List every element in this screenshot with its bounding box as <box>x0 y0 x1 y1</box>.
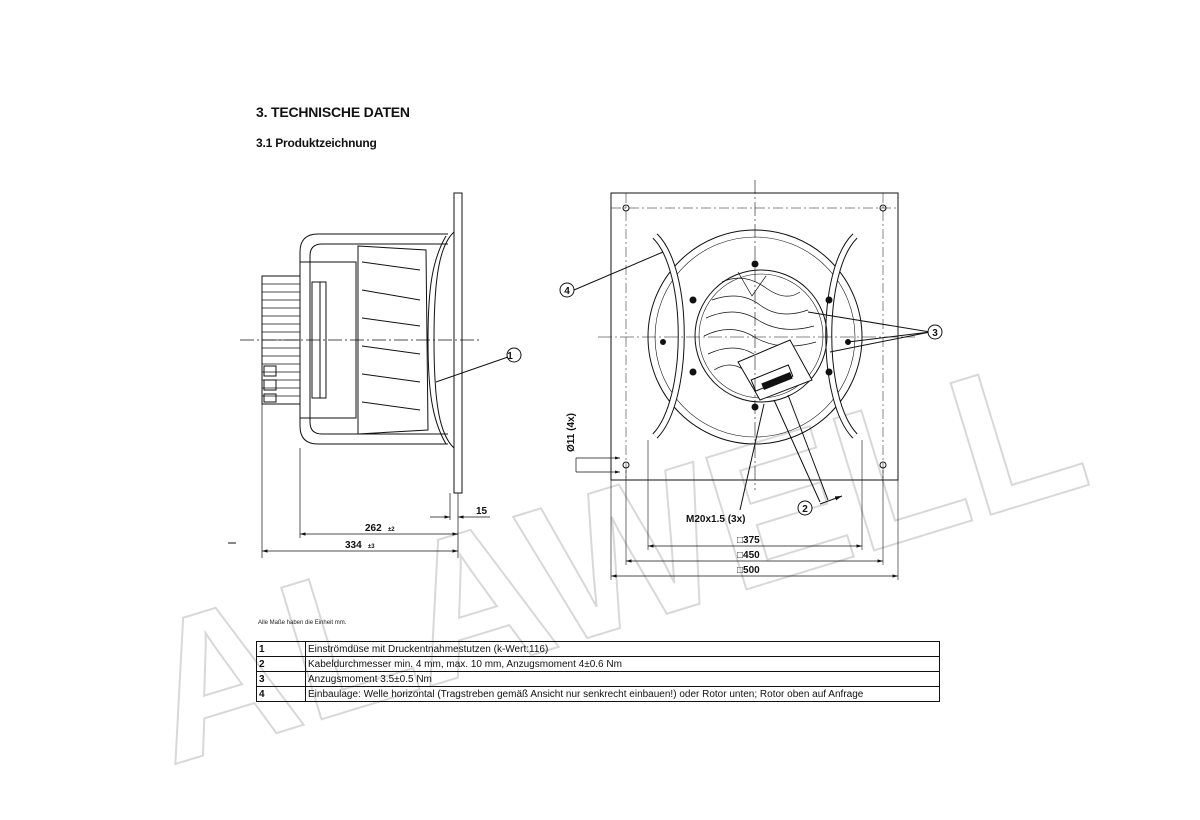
legend-text: Anzugsmoment 3.5±0.5 Nm <box>305 671 940 687</box>
dim-375: □375 <box>737 535 760 546</box>
callout-4: 4 <box>564 286 570 297</box>
legend-row: 1 Einströmdüse mit Druckentnahmestutzen … <box>256 641 940 657</box>
watermark: ALAWELL <box>117 310 1108 808</box>
callout-1: 1 <box>507 351 513 362</box>
legend-text: Kabeldurchmesser min. 4 mm, max. 10 mm, … <box>305 656 940 672</box>
dim-d11: Ø11 (4x) <box>566 413 577 452</box>
dim-500: □500 <box>737 565 760 576</box>
legend-row: 2 Kabeldurchmesser min. 4 mm, max. 10 mm… <box>256 656 940 672</box>
svg-text:ALAWELL: ALAWELL <box>118 311 1107 807</box>
dim-334-tol: ±3 <box>368 544 375 550</box>
section-heading: 3. TECHNISCHE DATEN <box>256 104 410 120</box>
front-view <box>559 180 943 580</box>
legend-table: 1 Einströmdüse mit Druckentnahmestutzen … <box>256 641 940 702</box>
side-view <box>228 192 522 558</box>
legend-num: 3 <box>256 671 306 687</box>
legend-row: 4 Einbaulage: Welle horizontal (Tragstre… <box>256 686 940 702</box>
dim-334: 334 <box>345 540 362 551</box>
legend-text: Einbaulage: Welle horizontal (Tragstrebe… <box>305 686 940 702</box>
units-note: Alle Maße haben die Einheit mm. <box>258 620 347 626</box>
legend-text: Einströmdüse mit Druckentnahmestutzen (k… <box>305 641 940 657</box>
legend-row: 3 Anzugsmoment 3.5±0.5 Nm <box>256 671 940 687</box>
dim-450: □450 <box>737 550 760 561</box>
legend-num: 2 <box>256 656 306 672</box>
dim-15: 15 <box>476 506 488 517</box>
legend-num: 4 <box>256 686 306 702</box>
callout-3: 3 <box>932 328 938 339</box>
dim-262: 262 <box>365 523 382 534</box>
callout-2: 2 <box>802 504 808 515</box>
subsection-heading: 3.1 Produktzeichnung <box>256 136 377 150</box>
dim-m20: M20x1.5 (3x) <box>686 514 745 525</box>
dim-262-tol: ±2 <box>388 527 395 533</box>
legend-num: 1 <box>256 641 306 657</box>
